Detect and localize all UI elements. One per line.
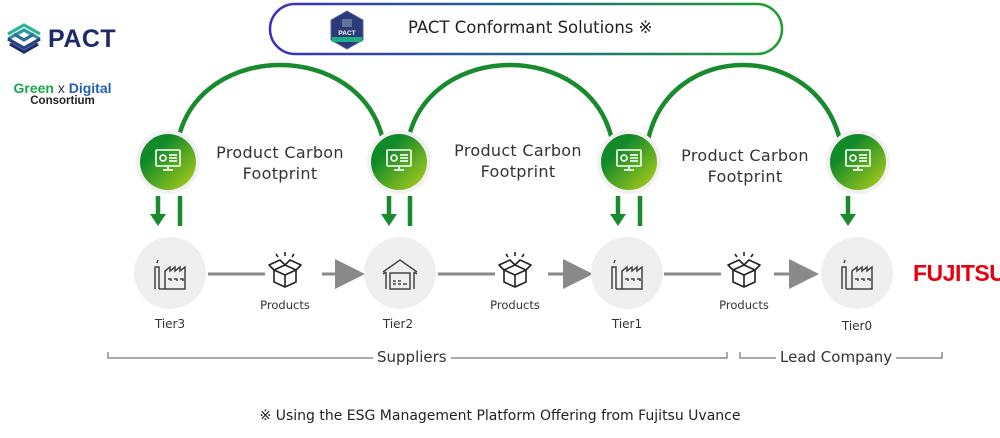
- pcf-node-tier0: [826, 130, 890, 194]
- pcf-node-tier2: [367, 130, 431, 194]
- lead-company-label: Lead Company: [776, 348, 897, 366]
- pcf-label-line2: Footprint: [707, 167, 783, 186]
- warehouse-icon: [382, 259, 418, 290]
- tier3-circle: [134, 237, 206, 309]
- open-box-icon: [268, 252, 302, 288]
- pcf-label-2: Product Carbon Footprint: [443, 140, 593, 182]
- logo-digital: Digital: [68, 80, 112, 96]
- pcf-label-line1: Product Carbon: [216, 143, 344, 162]
- factory-icon: [841, 259, 873, 290]
- banner-border: [268, 2, 784, 56]
- logo-green: Green: [13, 80, 54, 96]
- tier0-label: Tier0: [841, 319, 873, 333]
- open-box-icon: [498, 252, 532, 288]
- pcf-label-3: Product Carbon Footprint: [670, 145, 820, 187]
- badge-text: PACT: [338, 30, 355, 37]
- products-label-1: Products: [260, 298, 310, 312]
- fujitsu-logo: FUJITSU: [913, 260, 1000, 286]
- pact-logo-icon: [7, 23, 41, 54]
- open-box-icon: [727, 252, 761, 288]
- footnote: ※ Using the ESG Management Platform Offe…: [259, 408, 741, 424]
- pcf-arc-1: [175, 62, 386, 141]
- pcf-label-line1: Product Carbon: [681, 146, 809, 165]
- monitor-icon: [845, 149, 871, 171]
- products-label-3: Products: [719, 298, 769, 312]
- tier1-circle: [591, 237, 663, 309]
- pcf-arc-3: [645, 62, 843, 141]
- pact-logo: PACT: [6, 22, 116, 56]
- tier3-label: Tier3: [154, 317, 186, 331]
- monitor-icon: [616, 149, 642, 171]
- tier2-label: Tier2: [382, 317, 414, 331]
- monitor-icon: [386, 149, 412, 171]
- pcf-arc-2: [405, 62, 615, 141]
- tier1-label: Tier1: [611, 317, 643, 331]
- pcf-label-line1: Product Carbon: [454, 141, 582, 160]
- pact-logo-text: PACT: [48, 24, 117, 53]
- factory-icon: [154, 259, 186, 290]
- pact-conformant-badge-icon: PACT: [330, 10, 364, 50]
- factory-icon: [611, 259, 643, 290]
- suppliers-label: Suppliers: [373, 348, 451, 366]
- pcf-label-line2: Footprint: [242, 164, 318, 183]
- pcf-node-tier1: [597, 130, 661, 194]
- logo-x: x: [57, 80, 65, 96]
- products-label-2: Products: [490, 298, 540, 312]
- logo-consortium: Consortium: [30, 95, 95, 107]
- pcf-node-tier3: [136, 130, 200, 194]
- green-x-digital-logo: Green x Digital Consortium: [0, 80, 125, 107]
- tier0-circle: [821, 237, 893, 309]
- pcf-label-1: Product Carbon Footprint: [205, 142, 355, 184]
- pcf-label-line2: Footprint: [480, 162, 556, 181]
- monitor-icon: [155, 149, 181, 171]
- banner-title: PACT Conformant Solutions ※: [408, 18, 653, 37]
